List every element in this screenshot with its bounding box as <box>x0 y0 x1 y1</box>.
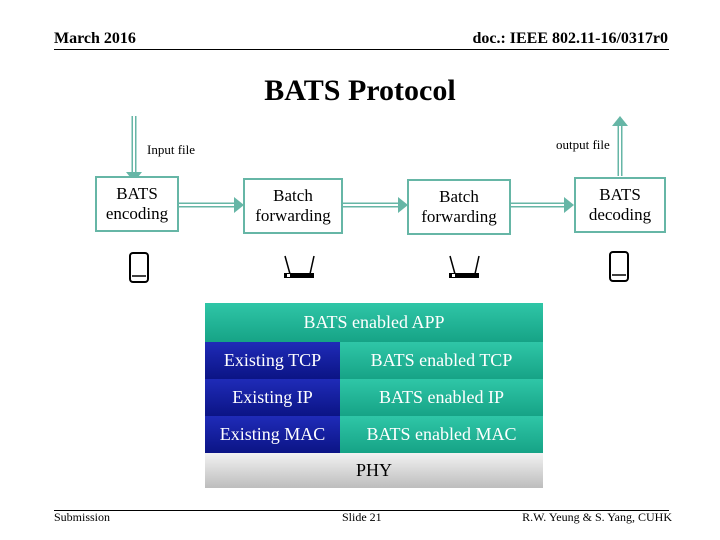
stack-existing-mac: Existing MAC <box>205 416 340 453</box>
output-arrow <box>612 116 628 176</box>
footer-rule <box>54 510 669 511</box>
arrow-encoding-to-forward1 <box>174 197 244 213</box>
output-file-label: output file <box>556 137 610 152</box>
footer-slide-number: Slide 21 <box>342 510 382 524</box>
arrow-forward2-to-decoding <box>508 197 574 213</box>
node-bats-encoding: BATS encoding <box>95 176 179 232</box>
node-batch-forwarding-1: Batch forwarding <box>243 178 343 234</box>
header-doc-id: doc.: IEEE 802.11-16/0317r0 <box>472 30 668 47</box>
smartphone-icon <box>129 252 149 283</box>
page-title: BATS Protocol <box>264 74 456 107</box>
stack-phy-layer: PHY <box>205 453 543 488</box>
stack-bats-mac: BATS enabled MAC <box>340 416 543 453</box>
header-date: March 2016 <box>54 30 136 47</box>
smartphone-icon <box>609 251 629 282</box>
header-rule <box>54 49 669 50</box>
protocol-stack: BATS enabled APP Existing TCP BATS enabl… <box>205 303 543 488</box>
stack-existing-ip: Existing IP <box>205 379 340 416</box>
stack-existing-tcp: Existing TCP <box>205 342 340 379</box>
stack-bats-tcp: BATS enabled TCP <box>340 342 543 379</box>
footer-authors: R.W. Yeung & S. Yang, CUHK <box>522 510 672 524</box>
router-icon <box>284 255 315 278</box>
node-batch-forwarding-2: Batch forwarding <box>407 179 511 235</box>
node-bats-decoding: BATS decoding <box>574 177 666 233</box>
input-file-label: Input file <box>147 142 196 157</box>
input-arrow <box>126 116 142 182</box>
footer-submission: Submission <box>54 510 111 524</box>
router-icon <box>449 255 480 278</box>
arrow-forward1-to-forward2 <box>340 197 408 213</box>
stack-bats-ip: BATS enabled IP <box>340 379 543 416</box>
stack-app-layer: BATS enabled APP <box>205 303 543 342</box>
